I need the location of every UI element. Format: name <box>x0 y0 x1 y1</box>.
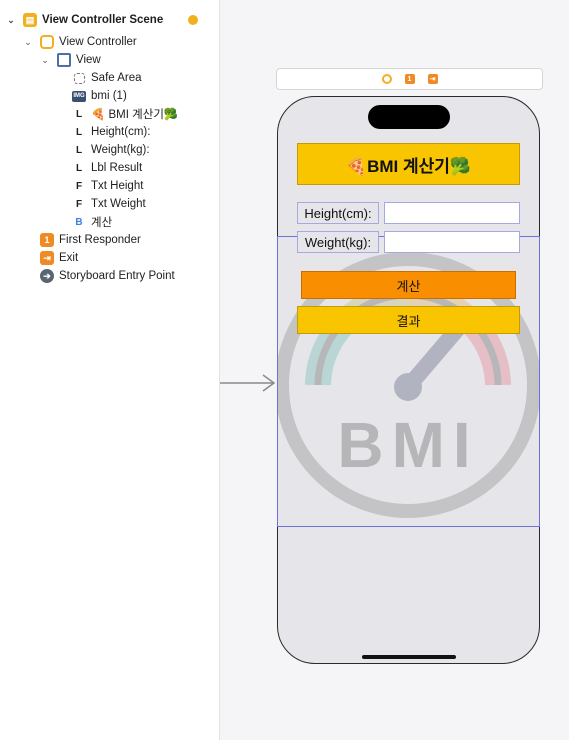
view-controller-label: View Controller <box>59 36 137 48</box>
exit-label: Exit <box>59 252 79 264</box>
chevron-down-icon[interactable]: ⌄ <box>41 54 49 65</box>
calculate-button[interactable]: 계산 <box>301 271 516 299</box>
weight-label[interactable]: Weight(kg): <box>297 231 379 253</box>
button-icon: B <box>75 216 83 228</box>
first-responder-icon: 1 <box>40 233 54 247</box>
dynamic-island <box>368 105 450 129</box>
outline-scene-row[interactable]: ⌄ ▤ View Controller Scene <box>6 11 163 29</box>
view-icon <box>57 53 71 67</box>
label-icon: L <box>75 162 83 174</box>
safe-area-label: Safe Area <box>91 72 142 84</box>
outline-exit-row[interactable]: ⇥ Exit <box>40 249 78 267</box>
scene-dock: 1 ⇥ <box>276 68 543 90</box>
outline-safe-area-row[interactable]: Safe Area <box>72 69 142 87</box>
outline-item-label: 🍕 BMI 계산기🥦 <box>91 109 179 121</box>
label-icon: L <box>75 144 83 156</box>
scene-title: View Controller Scene <box>42 14 164 26</box>
scene-icon: ▤ <box>23 13 37 27</box>
outline-item-row[interactable]: B 계산 <box>72 213 112 231</box>
document-outline: ⌄ ▤ View Controller Scene ⌄ View Control… <box>0 0 220 740</box>
safe-area-icon <box>74 72 85 84</box>
outline-item-row[interactable]: L Height(cm): <box>72 123 151 141</box>
outline-item-row[interactable]: L Lbl Result <box>72 159 142 177</box>
height-text-field[interactable] <box>384 202 520 224</box>
exit-icon: ⇥ <box>40 251 54 265</box>
outline-item-label: Weight(kg): <box>91 144 150 156</box>
outline-item-row[interactable]: L Weight(kg): <box>72 141 150 159</box>
weight-text-field[interactable] <box>384 231 520 253</box>
first-responder-label: First Responder <box>59 234 141 246</box>
height-label[interactable]: Height(cm): <box>297 202 379 224</box>
outline-item-label: Txt Height <box>91 180 144 192</box>
view-controller-dock-icon[interactable] <box>381 74 392 84</box>
scene-status-icon[interactable] <box>188 15 198 25</box>
outline-item-row[interactable]: F Txt Weight <box>72 195 146 213</box>
outline-view-controller-row[interactable]: ⌄ View Controller <box>23 33 137 51</box>
outline-entry-point-row[interactable]: ➔ Storyboard Entry Point <box>40 267 175 285</box>
view-label: View <box>76 54 101 66</box>
chevron-down-icon[interactable]: ⌄ <box>7 14 15 25</box>
outline-image-row[interactable]: IMG bmi (1) <box>72 87 127 105</box>
outline-item-row[interactable]: L 🍕 BMI 계산기🥦 <box>72 105 178 123</box>
view-controller-icon <box>40 35 54 49</box>
bmi-art-text: BMI <box>337 409 478 481</box>
outline-item-label: 계산 <box>91 217 113 229</box>
outline-first-responder-row[interactable]: 1 First Responder <box>40 231 141 249</box>
outline-item-label: Lbl Result <box>91 162 143 174</box>
outline-view-row[interactable]: ⌄ View <box>40 51 101 69</box>
chevron-down-icon[interactable]: ⌄ <box>24 36 32 47</box>
text-field-icon: F <box>75 198 83 210</box>
title-label[interactable]: 🍕BMI 계산기🥦 <box>297 143 520 185</box>
label-icon: L <box>75 126 83 138</box>
exit-dock-icon[interactable]: ⇥ <box>427 74 438 84</box>
outline-item-row[interactable]: F Txt Height <box>72 177 143 195</box>
outline-item-label: Height(cm): <box>91 126 151 138</box>
entry-point-arrow-icon[interactable] <box>220 374 276 392</box>
home-indicator <box>362 655 456 659</box>
result-label[interactable]: 결과 <box>297 306 520 334</box>
outline-item-label: Txt Weight <box>91 198 146 210</box>
text-field-icon: F <box>75 180 83 192</box>
entry-point-label: Storyboard Entry Point <box>59 270 175 282</box>
image-view-label: bmi (1) <box>91 90 127 102</box>
entry-point-icon: ➔ <box>40 269 54 283</box>
label-icon: L <box>75 108 83 120</box>
first-responder-dock-icon[interactable]: 1 <box>404 74 415 84</box>
image-view-icon: IMG <box>72 90 86 102</box>
